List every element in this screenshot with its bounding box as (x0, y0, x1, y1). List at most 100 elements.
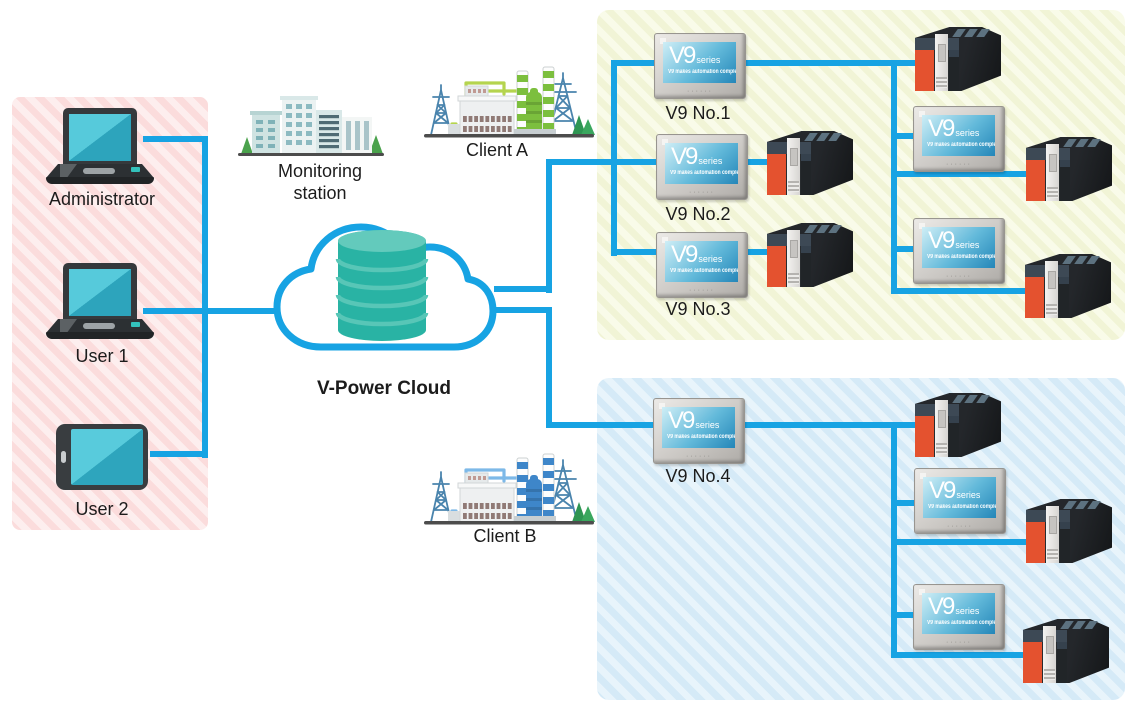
user2-tablet-icon (56, 424, 148, 490)
hmi-indicator (662, 237, 668, 243)
plc-io-module (1057, 642, 1067, 683)
connection-line (202, 136, 208, 458)
connection-line (891, 246, 917, 252)
plc-front (915, 400, 959, 457)
plc-power-module (767, 154, 786, 195)
v-power-cloud-icon (264, 208, 504, 381)
administrator-laptop-icon (46, 108, 154, 184)
plc-power-module (915, 50, 934, 91)
v9-no4-label: V9 No.4 (665, 466, 731, 486)
plc-power-module (915, 416, 934, 457)
plc-io-module (1060, 160, 1070, 201)
connection-line (494, 286, 551, 292)
administrator-label: Administrator (48, 189, 156, 209)
hmi-buttons (915, 523, 1005, 530)
plc-power-module (1026, 522, 1045, 563)
plc-icon (1025, 254, 1111, 318)
plc-cpu-module (1046, 144, 1059, 201)
connection-line (143, 136, 207, 142)
v9-tagline: V9 makes automation complete. (670, 170, 738, 176)
v9-tagline: V9 makes automation complete. (668, 69, 736, 75)
monitoring-station-label: Monitoring station (277, 161, 363, 203)
plc-cpu-module (1045, 261, 1058, 318)
v9-tagline: V9 makes automation complete. (670, 268, 738, 274)
plc-cpu-module (787, 138, 800, 195)
database-icon (335, 230, 429, 341)
v9-no1-label: V9 No.1 (665, 103, 731, 123)
connection-line (546, 307, 552, 428)
v9-tagline: V9 makes automation complete. (927, 142, 995, 148)
plc-front (915, 34, 959, 91)
plc-io-module (949, 50, 959, 91)
plc-cpu-module (1043, 626, 1056, 683)
hmi-indicator (919, 589, 925, 595)
v9-tagline: V9 makes automation complete. (667, 434, 735, 440)
plc-front (767, 230, 811, 287)
connection-line (546, 159, 552, 293)
plc-front (1026, 144, 1070, 201)
v9-no2-label: V9 No.2 (665, 204, 731, 224)
plc-front (1025, 261, 1069, 318)
plc-front (767, 138, 811, 195)
plc-icon (915, 393, 1001, 457)
v9-tagline: V9 makes automation complete. (928, 504, 996, 510)
plc-io-module (1060, 522, 1070, 563)
plc-io-module (801, 154, 811, 195)
connection-line (891, 539, 1032, 545)
connection-line (891, 652, 1029, 658)
plc-icon (1026, 499, 1112, 563)
plc-power-module (767, 246, 786, 287)
user1-laptop-icon (46, 263, 154, 339)
plc-power-module (1023, 642, 1042, 683)
plc-front (1026, 506, 1070, 563)
plc-io-module (949, 416, 959, 457)
hmi-buttons (657, 189, 747, 196)
hmi-buttons (914, 161, 1004, 168)
connection-line (891, 171, 1032, 177)
hmi-indicator (919, 111, 925, 117)
cloud-label: V-Power Cloud (316, 378, 452, 399)
connection-line (891, 288, 1031, 294)
connection-line (150, 451, 208, 457)
connection-line (611, 60, 923, 66)
plc-icon (767, 223, 853, 287)
hmi-buttons (654, 453, 744, 460)
plc-power-module (1025, 277, 1044, 318)
user1-label: User 1 (75, 346, 129, 366)
v9-tagline: V9 makes automation complete. (927, 620, 995, 626)
connection-line (891, 60, 897, 294)
plc-cpu-module (1046, 506, 1059, 563)
plc-cpu-module (935, 400, 948, 457)
plc-power-module (1026, 160, 1045, 201)
connection-line (891, 500, 917, 506)
hmi-buttons (655, 88, 745, 95)
connection-line (494, 307, 551, 313)
hmi-buttons (914, 639, 1004, 646)
plc-cpu-module (787, 230, 800, 287)
plc-icon (1023, 619, 1109, 683)
plc-cpu-module (935, 34, 948, 91)
plc-io-module (801, 246, 811, 287)
v9-no3-label: V9 No.3 (665, 299, 731, 319)
